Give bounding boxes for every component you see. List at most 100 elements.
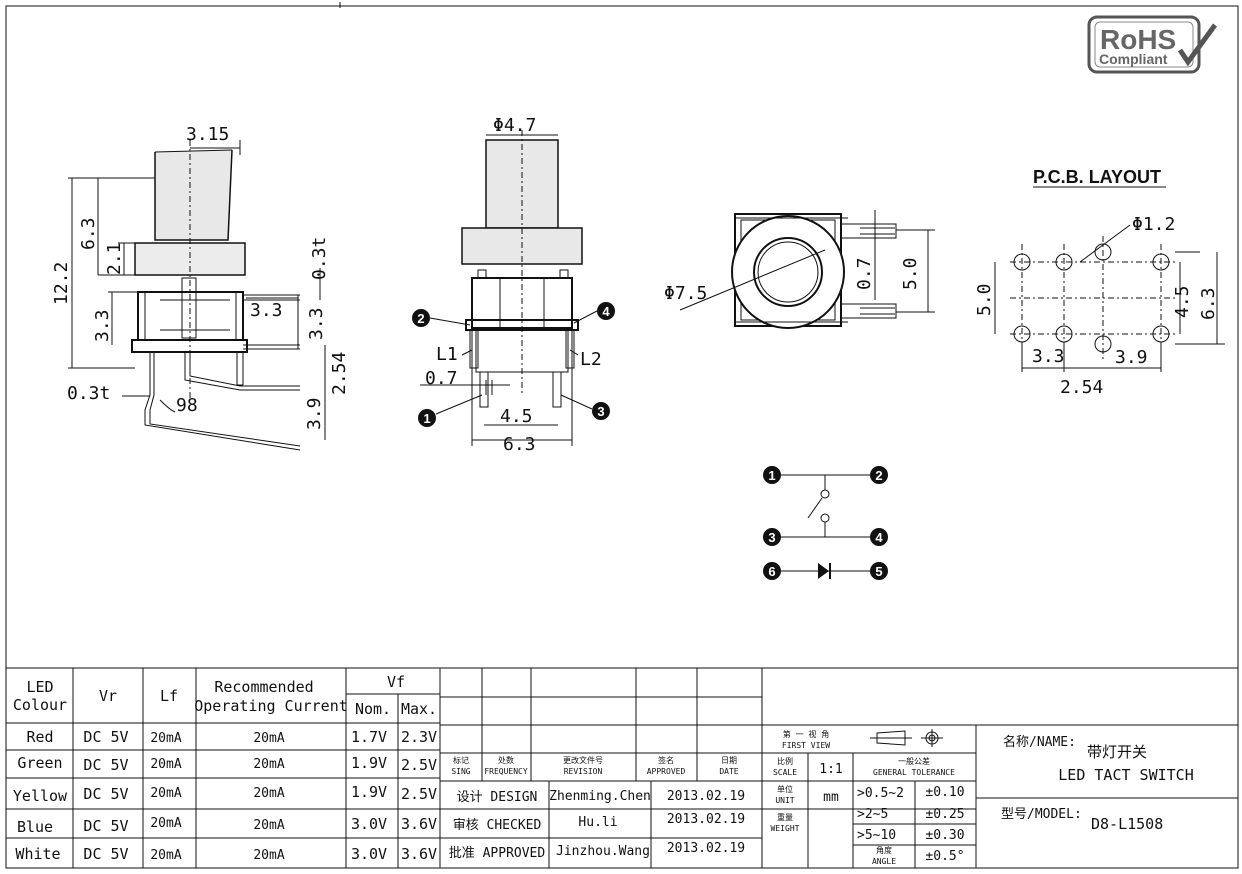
svg-text:2.3V: 2.3V [401, 728, 437, 746]
node-4: 4 [870, 528, 888, 546]
svg-text:3.6V: 3.6V [401, 845, 437, 863]
design-date: 2013.02.19 [667, 789, 745, 804]
dim-front-pin: 0.7 [425, 368, 458, 389]
svg-text:1.7V: 1.7V [351, 728, 387, 746]
tol-value-3: ±0.30 [925, 828, 964, 843]
dim-side-height: 12.2 [51, 262, 72, 305]
approved-date: 2013.02.19 [667, 841, 745, 856]
svg-text:20mA: 20mA [150, 731, 181, 746]
svg-text:20mA: 20mA [253, 786, 284, 801]
table-row: Red DC 5V 20mA 20mA 1.7V 2.3V [26, 728, 437, 746]
node-1: 1 [763, 466, 781, 484]
table-row: Blue DC 5V 20mA 20mA 3.0V 3.6V [17, 815, 437, 836]
tol-value-1: ±0.10 [925, 785, 964, 800]
tol-range-3: >5~10 [857, 828, 896, 843]
dim-pcb-r1: 4.5 [1172, 285, 1193, 318]
dim-side-thk2: 0.3t [67, 383, 110, 404]
svg-text:1.9V: 1.9V [351, 754, 387, 772]
dim-side-leg: 3.9 [304, 397, 325, 430]
dim-pcb-hole: Φ1.2 [1132, 214, 1175, 235]
header-colour: Colour [13, 696, 67, 714]
name-en: LED TACT SWITCH [1058, 766, 1193, 784]
header-max: Max. [401, 700, 437, 718]
pin-marker-2: 2 [412, 309, 471, 327]
name-cn: 带灯开关 [1087, 743, 1147, 761]
angle-cn: 角度 [876, 845, 892, 855]
svg-text:DC 5V: DC 5V [83, 785, 128, 803]
svg-text:1: 1 [423, 411, 430, 426]
front-view: Φ4.7 0.7 4.5 6.3 L1 L2 2 4 [412, 115, 615, 455]
top-view: Φ7.5 0.7 5.0 [664, 210, 935, 329]
label-checked: 审核 CHECKED [453, 818, 542, 833]
svg-text:20mA: 20mA [253, 731, 284, 746]
dim-side-top: 3.15 [186, 124, 229, 145]
scale-en: SCALE [773, 768, 797, 777]
pin-marker-4: 4 [573, 302, 615, 324]
rohs-title: RoHS [1100, 24, 1176, 55]
header-lf: Lf [160, 687, 178, 705]
header-recommended: Recommended [214, 678, 313, 696]
svg-text:20mA: 20mA [253, 818, 284, 833]
rohs-subtitle: Compliant [1099, 51, 1168, 67]
rev-head-freq: FREQUENCY [484, 767, 528, 776]
svg-text:4: 4 [602, 304, 610, 319]
svg-text:20mA: 20mA [253, 757, 284, 772]
dim-front-inner: 4.5 [500, 406, 533, 427]
dim-side-right2: 3.3 [306, 307, 327, 340]
angle-tol: ±0.5° [925, 849, 964, 864]
svg-text:6: 6 [768, 564, 775, 579]
svg-text:DC 5V: DC 5V [83, 817, 128, 835]
first-view-cn: 第 一 视 角 [783, 729, 829, 739]
header-operating-current: Operating Current [194, 697, 348, 715]
svg-text:20mA: 20mA [150, 816, 181, 831]
header-vr: Vr [99, 687, 117, 705]
scale-value: 1:1 [819, 762, 842, 777]
scale-cn: 比例 [777, 756, 793, 766]
dim-pcb-left: 5.0 [974, 283, 995, 316]
dim-side-body: 3.3 [92, 309, 113, 342]
name-label: 名称/NAME: [1003, 734, 1076, 750]
svg-text:Red: Red [26, 728, 53, 746]
unit-value: mm [823, 790, 839, 805]
dim-pcb-b: 3.9 [1115, 347, 1148, 368]
table-row: Yellow DC 5V 20mA 20mA 1.9V 2.5V [13, 783, 437, 805]
node-3: 3 [763, 528, 781, 546]
svg-text:2.5V: 2.5V [401, 756, 437, 774]
svg-text:DC 5V: DC 5V [83, 756, 128, 774]
rev-head-sing-cn: 标记 [453, 755, 469, 765]
unit-en: UNIT [775, 796, 794, 805]
weight-en: WEIGHT [771, 824, 800, 833]
dim-side-right1: 3.3 [250, 300, 283, 321]
rev-head-date-cn: 日期 [721, 756, 737, 765]
svg-text:DC 5V: DC 5V [83, 728, 128, 746]
svg-text:20mA: 20mA [150, 757, 181, 772]
dim-top-width: 5.0 [900, 257, 921, 290]
checked-name: Hu.li [578, 815, 617, 830]
schematic: 1 2 3 4 6 5 [763, 466, 888, 580]
pcb-title: P.C.B. LAYOUT [1033, 167, 1161, 187]
dim-pcb-r2: 6.3 [1198, 287, 1219, 320]
first-view-en: FIRST VIEW [782, 741, 830, 750]
angle-en: ANGLE [872, 857, 896, 866]
header-led: LED [26, 678, 53, 696]
svg-text:Blue: Blue [17, 818, 53, 836]
rev-head-freq-cn: 处数 [498, 755, 514, 765]
tolerance-cn: 一般公差 [898, 756, 930, 766]
model-value: D8-L1508 [1091, 815, 1163, 833]
dim-side-cap: 6.3 [78, 217, 99, 250]
header-nom: Nom. [355, 700, 391, 718]
approved-name: Jinzhou.Wang [556, 844, 650, 859]
dim-pcb-c: 2.54 [1060, 377, 1103, 398]
design-name: Zhenming.Chen [549, 789, 651, 804]
rev-head-appr: APPROVED [647, 767, 686, 776]
svg-text:5: 5 [875, 564, 882, 579]
svg-text:2.5V: 2.5V [401, 785, 437, 803]
svg-text:3: 3 [597, 404, 604, 419]
sheet-border [5, 5, 1239, 869]
tol-range-2: >2~5 [857, 807, 888, 822]
dim-side-angle: 98 [176, 395, 198, 416]
rev-head-sing: SING [451, 767, 470, 776]
tolerance-en: GENERAL TOLERANCE [873, 768, 955, 777]
svg-text:Green: Green [17, 754, 62, 772]
svg-text:3.6V: 3.6V [401, 815, 437, 833]
